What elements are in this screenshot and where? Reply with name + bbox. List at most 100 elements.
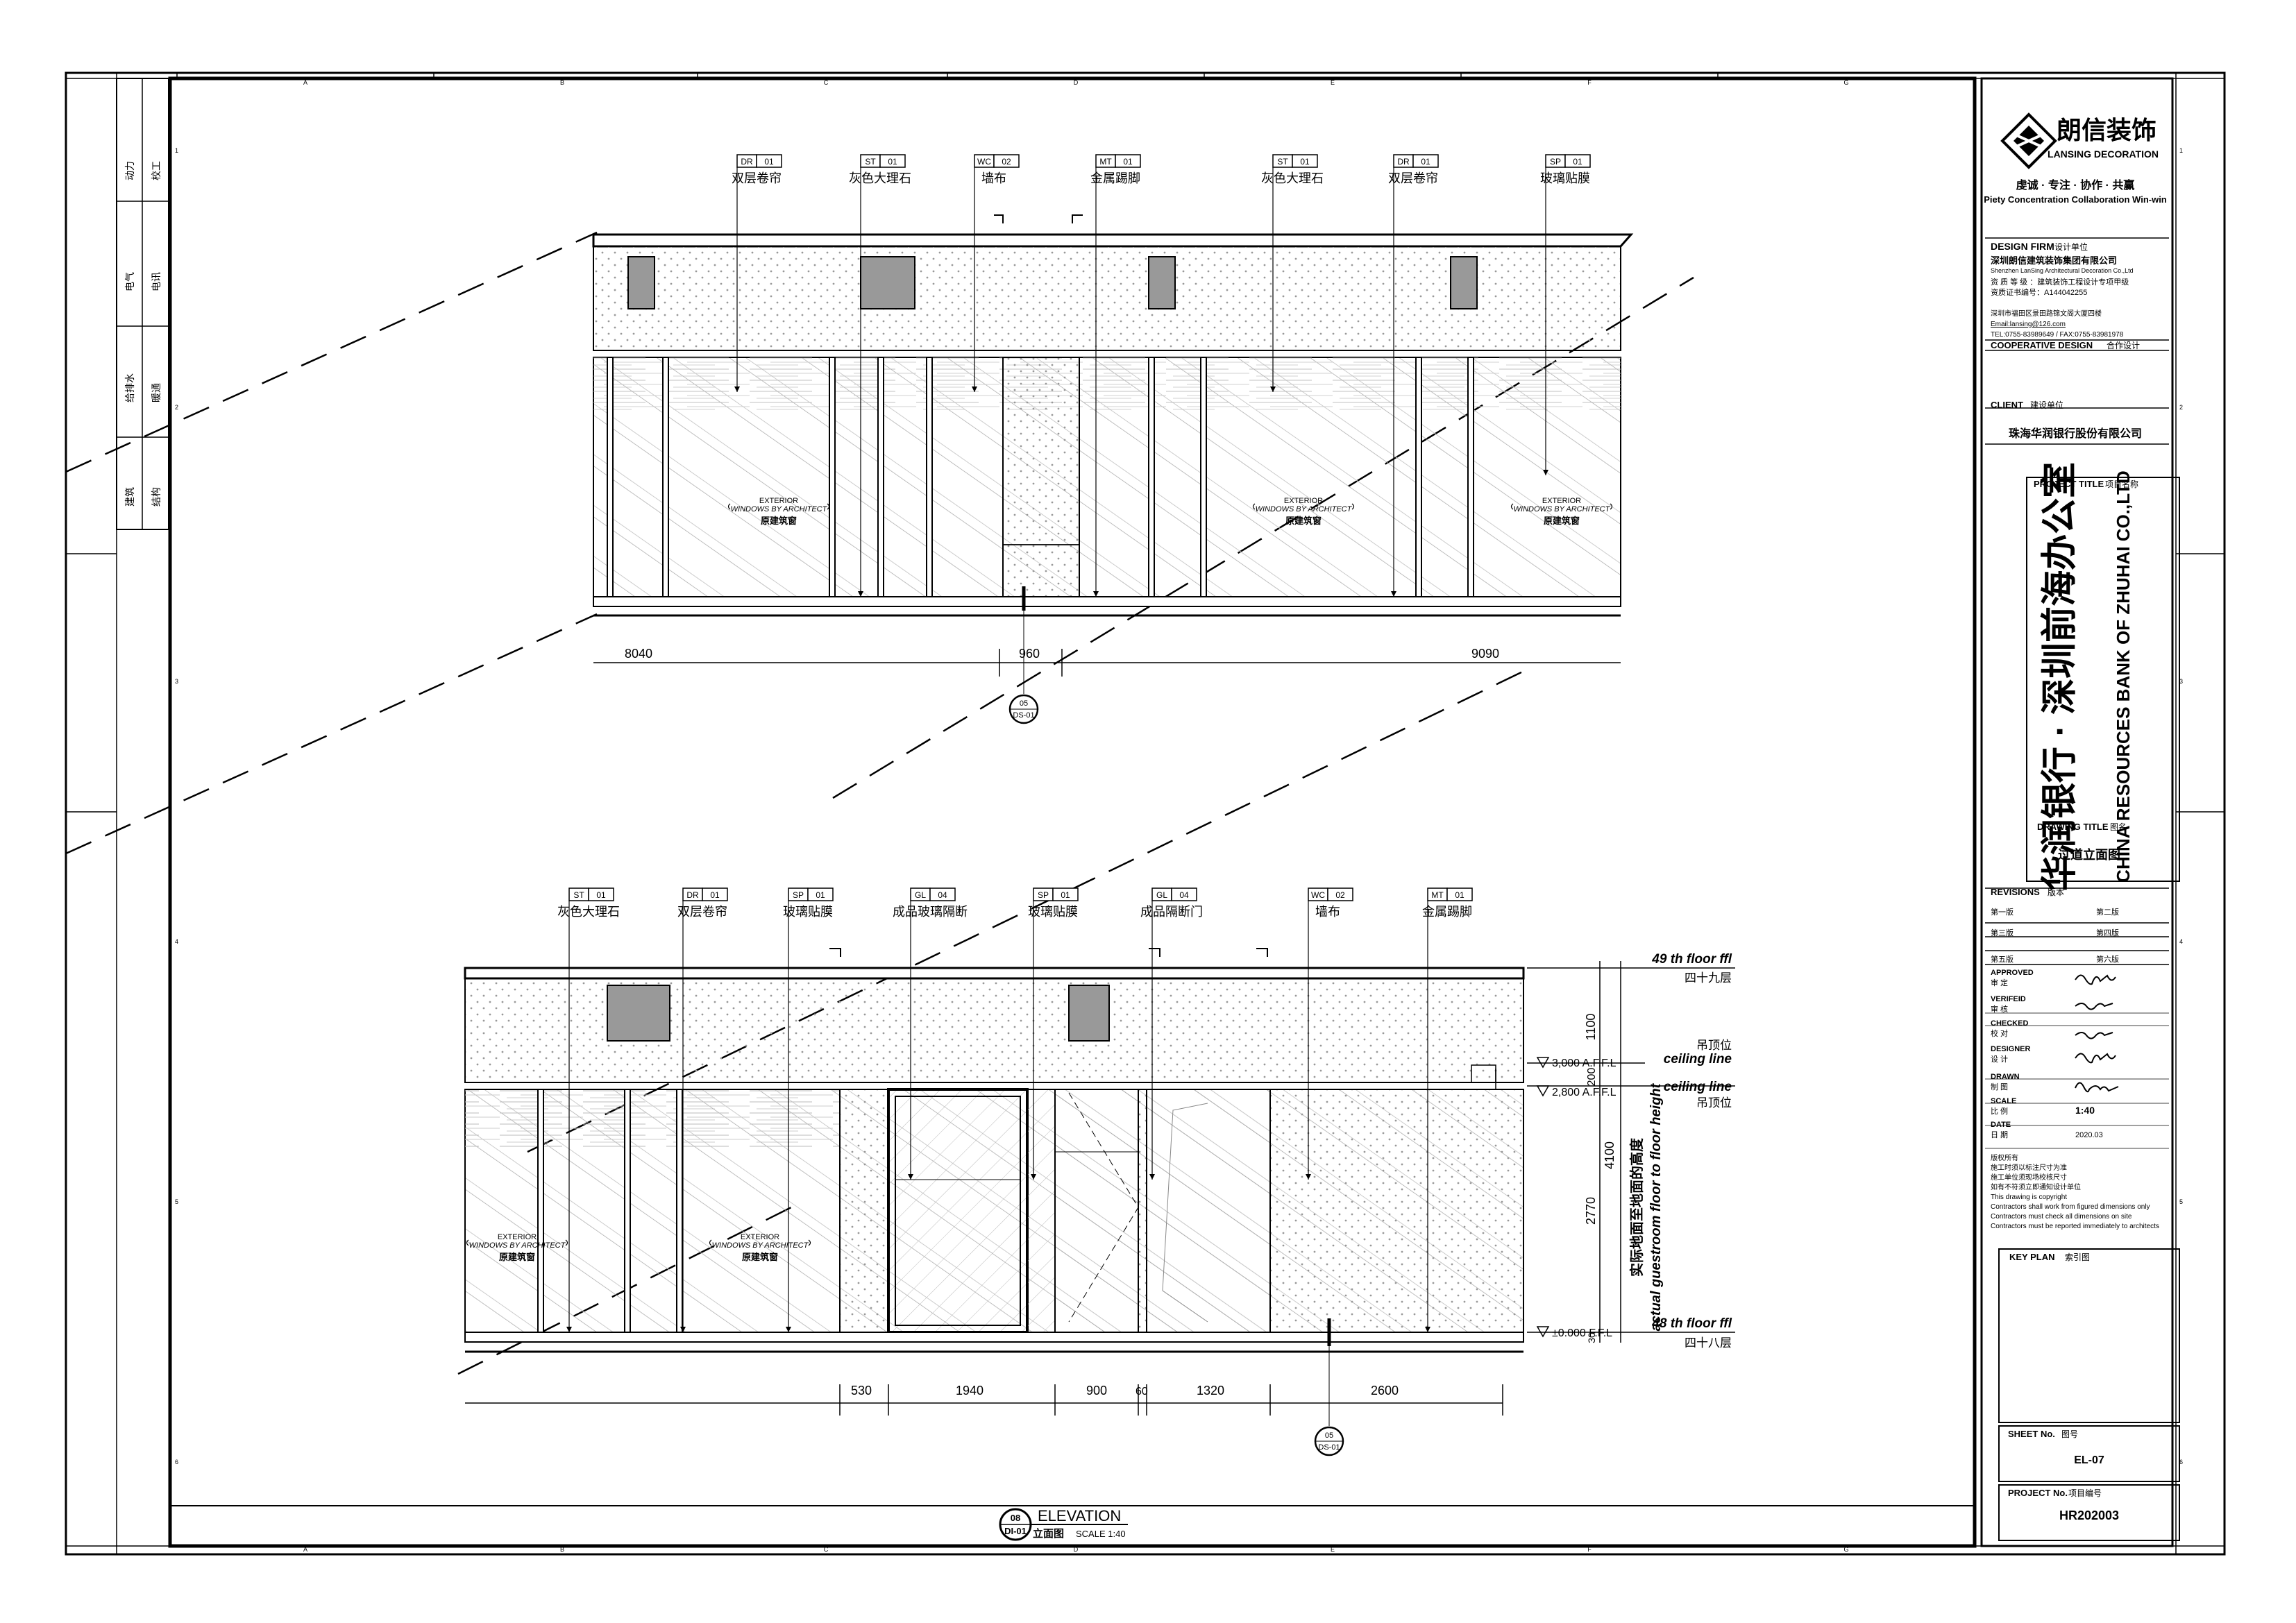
dim-label: 60 bbox=[1136, 1386, 1148, 1397]
tag-number: 04 bbox=[1179, 890, 1189, 900]
sheet-no-zh: 图号 bbox=[2061, 1429, 2078, 1439]
dim-label: 530 bbox=[851, 1384, 872, 1397]
note-line: Contractors must check all dimensions on… bbox=[1991, 1213, 2132, 1221]
grid-col-label: B bbox=[560, 1546, 564, 1553]
project-title-label: PROJECT TITLE bbox=[2034, 479, 2104, 489]
level-marker: 2,800 A.F.F.L bbox=[1552, 1087, 1617, 1098]
elevation-title: 08 DI-01 ELEVATION 立面图 SCALE 1:40 bbox=[999, 1507, 1128, 1541]
certificate: 资质证书编号：A144042255 bbox=[1991, 287, 2087, 297]
firm-email[interactable]: Email:lansing@126.com bbox=[1991, 321, 2066, 328]
window-label-en: EXTERIOR bbox=[1284, 497, 1323, 505]
project-title-box bbox=[2026, 477, 2180, 882]
firm-address: 深圳市福田区景田路锦文阁大厦四楼 bbox=[1991, 309, 2102, 318]
section-mark-sheet: DS-01 bbox=[1013, 711, 1034, 720]
sheet-no-box bbox=[1998, 1425, 2180, 1482]
grid-col-label: D bbox=[1074, 79, 1079, 86]
coop-design-zh: 合作设计 bbox=[2107, 340, 2140, 350]
revisions-label: REVISIONS bbox=[1991, 887, 2040, 897]
tag-code: MT bbox=[1431, 890, 1444, 900]
tag-material: 灰色大理石 bbox=[1261, 171, 1324, 186]
tag-number: 01 bbox=[1300, 157, 1310, 167]
material-tag: ST 01 灰色大理石 bbox=[1261, 154, 1324, 392]
design-firm-label: DESIGN FIRM bbox=[1991, 241, 2054, 252]
grid-row-label: 1 bbox=[175, 147, 178, 154]
drawing-title: 过道立面图 bbox=[2058, 847, 2120, 862]
window-label-zh: 原建筑窗 bbox=[499, 1252, 535, 1262]
project-title-zh: 华润银行 · 深圳前海办公室 bbox=[2040, 462, 2080, 891]
note-line: 施工时须以标注尺寸为准 bbox=[1991, 1163, 2067, 1172]
tag-code: SP bbox=[793, 890, 804, 900]
window-label-en: EXTERIOR bbox=[741, 1233, 779, 1241]
key-plan-zh: 索引图 bbox=[2065, 1252, 2090, 1262]
motto-en: Piety Concentration Collaboration Win-wi… bbox=[1984, 194, 2167, 205]
design-firm-zh-label: 设计单位 bbox=[2054, 241, 2088, 252]
tag-code: SP bbox=[1550, 157, 1561, 167]
vdim-label: 1100 bbox=[1584, 1014, 1598, 1041]
logo-text-zh: 朗信装饰 bbox=[2057, 116, 2156, 144]
tag-material: 金属踢脚 bbox=[1090, 171, 1140, 186]
design-firm-name: 深圳朗信建筑装饰集团有限公司 bbox=[1991, 255, 2117, 266]
vdim-label: 30 bbox=[1586, 1332, 1597, 1343]
tag-code: ST bbox=[1277, 157, 1288, 167]
tag-code: GL bbox=[1156, 890, 1167, 900]
grid-col-label: B bbox=[560, 79, 564, 86]
role-label-zh: 校 对 bbox=[1991, 1028, 2008, 1038]
dim-label: 8040 bbox=[625, 647, 652, 661]
role-label-en: DATE bbox=[1991, 1121, 2011, 1129]
role-label-zh: 制 图 bbox=[1991, 1082, 2008, 1091]
window-label-zh: 原建筑窗 bbox=[742, 1252, 778, 1262]
revision-entry: 第三版 bbox=[1991, 928, 2014, 937]
project-title-zh-label: 项目名称 bbox=[2105, 479, 2138, 489]
tag-material: 灰色大理石 bbox=[849, 171, 911, 186]
role-label-zh: 审 核 bbox=[1991, 1004, 2008, 1014]
role-label-en: VERIFEID bbox=[1991, 995, 2026, 1003]
grid-col-label: C bbox=[824, 1546, 829, 1553]
revision-entry: 第二版 bbox=[2096, 907, 2119, 917]
window-label-en: WINDOWS BY ARCHITECT bbox=[731, 505, 828, 513]
section-mark-number: 05 bbox=[1020, 699, 1028, 708]
grid-row-label: 5 bbox=[175, 1198, 178, 1205]
tag-code: DR bbox=[686, 890, 699, 900]
project-title-en: CHINA RESOURCES BANK OF ZHUHAI CO.,LTD bbox=[2113, 470, 2134, 883]
section-mark-number: 05 bbox=[1325, 1431, 1333, 1440]
elevation-number: 08 bbox=[1011, 1513, 1020, 1523]
dim-label: 2600 bbox=[1371, 1384, 1399, 1397]
ceiling-zh: 吊顶位 bbox=[1696, 1096, 1732, 1110]
title-block-frame bbox=[1985, 237, 2169, 1149]
coop-design-label: COOPERATIVE DESIGN bbox=[1991, 340, 2093, 350]
tag-material: 玻璃贴膜 bbox=[1028, 905, 1078, 919]
role-label-en: CHECKED bbox=[1991, 1019, 2028, 1028]
elevation-title-zh: 立面图 bbox=[1033, 1527, 1064, 1540]
grid-row-label: 2 bbox=[175, 404, 178, 411]
revision-entry: 第六版 bbox=[2096, 954, 2119, 964]
window-label-en: WINDOWS BY ARCHITECT bbox=[469, 1241, 566, 1250]
note-line: 施工单位须现场校核尺寸 bbox=[1991, 1173, 2067, 1182]
tag-material: 玻璃贴膜 bbox=[1540, 171, 1590, 186]
key-plan-label: KEY PLAN bbox=[2009, 1252, 2055, 1262]
window-label-en: EXTERIOR bbox=[759, 497, 798, 505]
tag-material: 墙布 bbox=[981, 171, 1006, 186]
design-firm-name-en: Shenzhen LanSing Architectural Decoratio… bbox=[1991, 267, 2134, 274]
project-no-box bbox=[1998, 1484, 2180, 1541]
tag-material: 灰色大理石 bbox=[557, 905, 620, 919]
sheet-number: EL-07 bbox=[2074, 1454, 2104, 1466]
tag-material: 双层卷帘 bbox=[732, 171, 782, 186]
window-label-zh: 原建筑窗 bbox=[1544, 516, 1580, 526]
window-label-en: WINDOWS BY ARCHITECT bbox=[1514, 505, 1611, 513]
project-no-zh: 项目编号 bbox=[2068, 1488, 2102, 1498]
strip-label: 建筑 bbox=[125, 487, 136, 507]
role-value: 1:40 bbox=[2075, 1105, 2095, 1116]
dim-label: 1320 bbox=[1197, 1384, 1224, 1397]
